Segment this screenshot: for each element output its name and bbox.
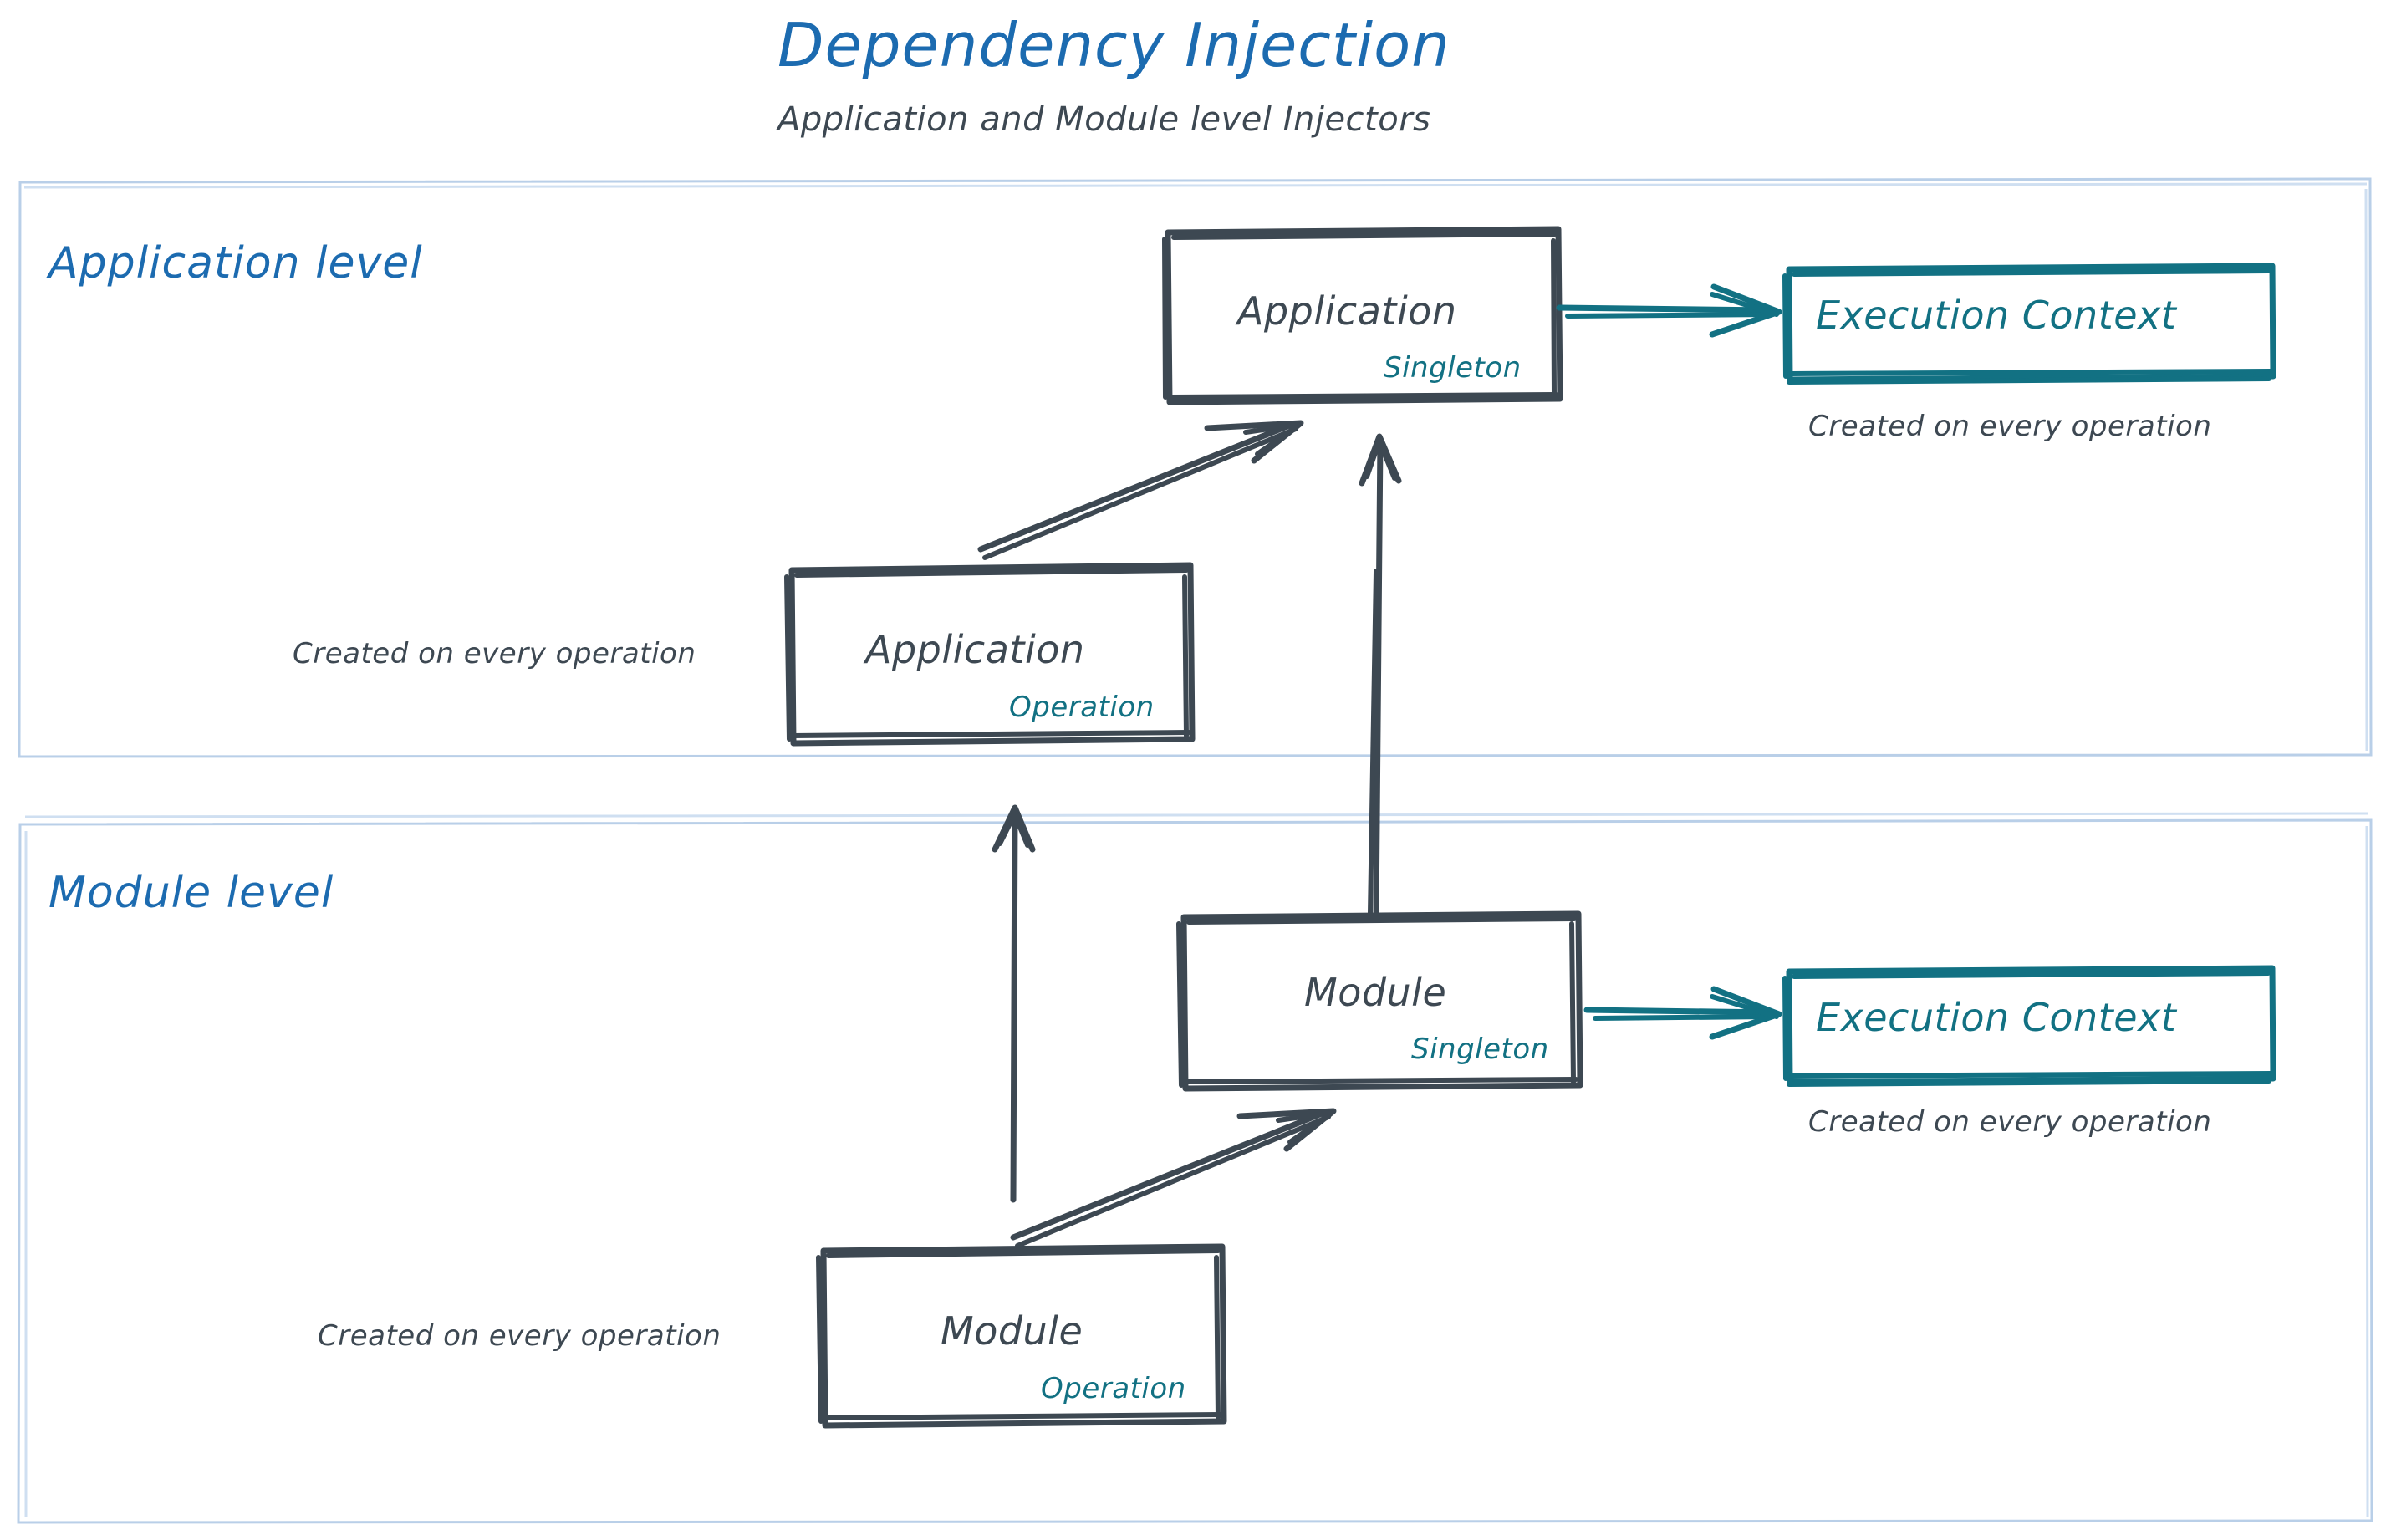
module-singleton-scope: Singleton bbox=[1411, 1033, 1549, 1066]
module-level-container bbox=[17, 812, 2373, 1524]
arrow-module-to-execution-context bbox=[1583, 986, 1782, 1040]
arrow-module-operation-to-singleton bbox=[1010, 1108, 1337, 1248]
application-singleton-scope: Singleton bbox=[1384, 351, 1522, 385]
module-execution-context-note: Created on every operation bbox=[1808, 1105, 2212, 1139]
arrow-application-operation-to-singleton bbox=[977, 420, 1304, 560]
application-execution-context-note: Created on every operation bbox=[1808, 410, 2212, 443]
module-operation-box[interactable] bbox=[816, 1243, 1227, 1429]
section-label-module-level: Module level bbox=[48, 868, 334, 918]
arrow-application-to-execution-context bbox=[1556, 283, 1782, 338]
page-subtitle: Application and Module level Injectors bbox=[777, 100, 1431, 139]
module-operation-note: Created on every operation bbox=[318, 1319, 721, 1353]
application-operation-title: Application bbox=[865, 627, 1085, 672]
arrow-module-operation-to-application-operation bbox=[992, 804, 1036, 1203]
module-operation-scope: Operation bbox=[1041, 1372, 1186, 1405]
section-label-application-level: Application level bbox=[48, 238, 423, 288]
arrow-module-singleton-to-application-singleton bbox=[1359, 433, 1402, 920]
application-singleton-title: Application bbox=[1237, 288, 1457, 334]
application-execution-context-box[interactable] bbox=[1782, 263, 2276, 385]
module-execution-context-box[interactable] bbox=[1782, 965, 2276, 1087]
module-singleton-title: Module bbox=[1304, 970, 1447, 1015]
application-operation-note: Created on every operation bbox=[293, 637, 696, 671]
application-singleton-box[interactable] bbox=[1162, 226, 1563, 405]
application-level-container bbox=[18, 177, 2373, 758]
application-execution-context-title: Execution Context bbox=[1816, 293, 2177, 338]
module-execution-context-title: Execution Context bbox=[1816, 995, 2177, 1040]
application-operation-box[interactable] bbox=[784, 562, 1196, 747]
module-operation-title: Module bbox=[941, 1308, 1083, 1354]
page-title: Dependency Injection bbox=[777, 10, 1450, 80]
module-singleton-box[interactable] bbox=[1176, 910, 1583, 1092]
application-operation-scope: Operation bbox=[1009, 691, 1155, 724]
